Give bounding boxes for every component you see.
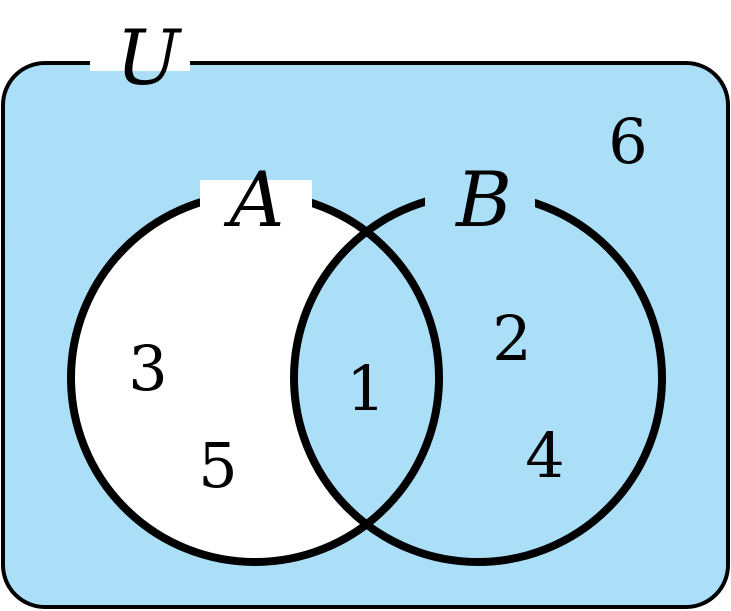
- intersection-region: [294, 194, 439, 562]
- universe-label: U: [116, 13, 183, 102]
- universe-label-gap: [90, 55, 190, 71]
- element-5: 5: [198, 429, 237, 502]
- element-6: 6: [608, 105, 647, 178]
- set-b-label: B: [454, 155, 512, 244]
- set-b-label-gap: [425, 180, 535, 226]
- element-4: 4: [525, 419, 564, 492]
- element-3: 3: [128, 332, 167, 405]
- element-2: 2: [492, 302, 531, 375]
- element-1: 1: [346, 352, 385, 425]
- set-a-label: A: [224, 155, 285, 244]
- set-a-label-gap: [200, 180, 312, 226]
